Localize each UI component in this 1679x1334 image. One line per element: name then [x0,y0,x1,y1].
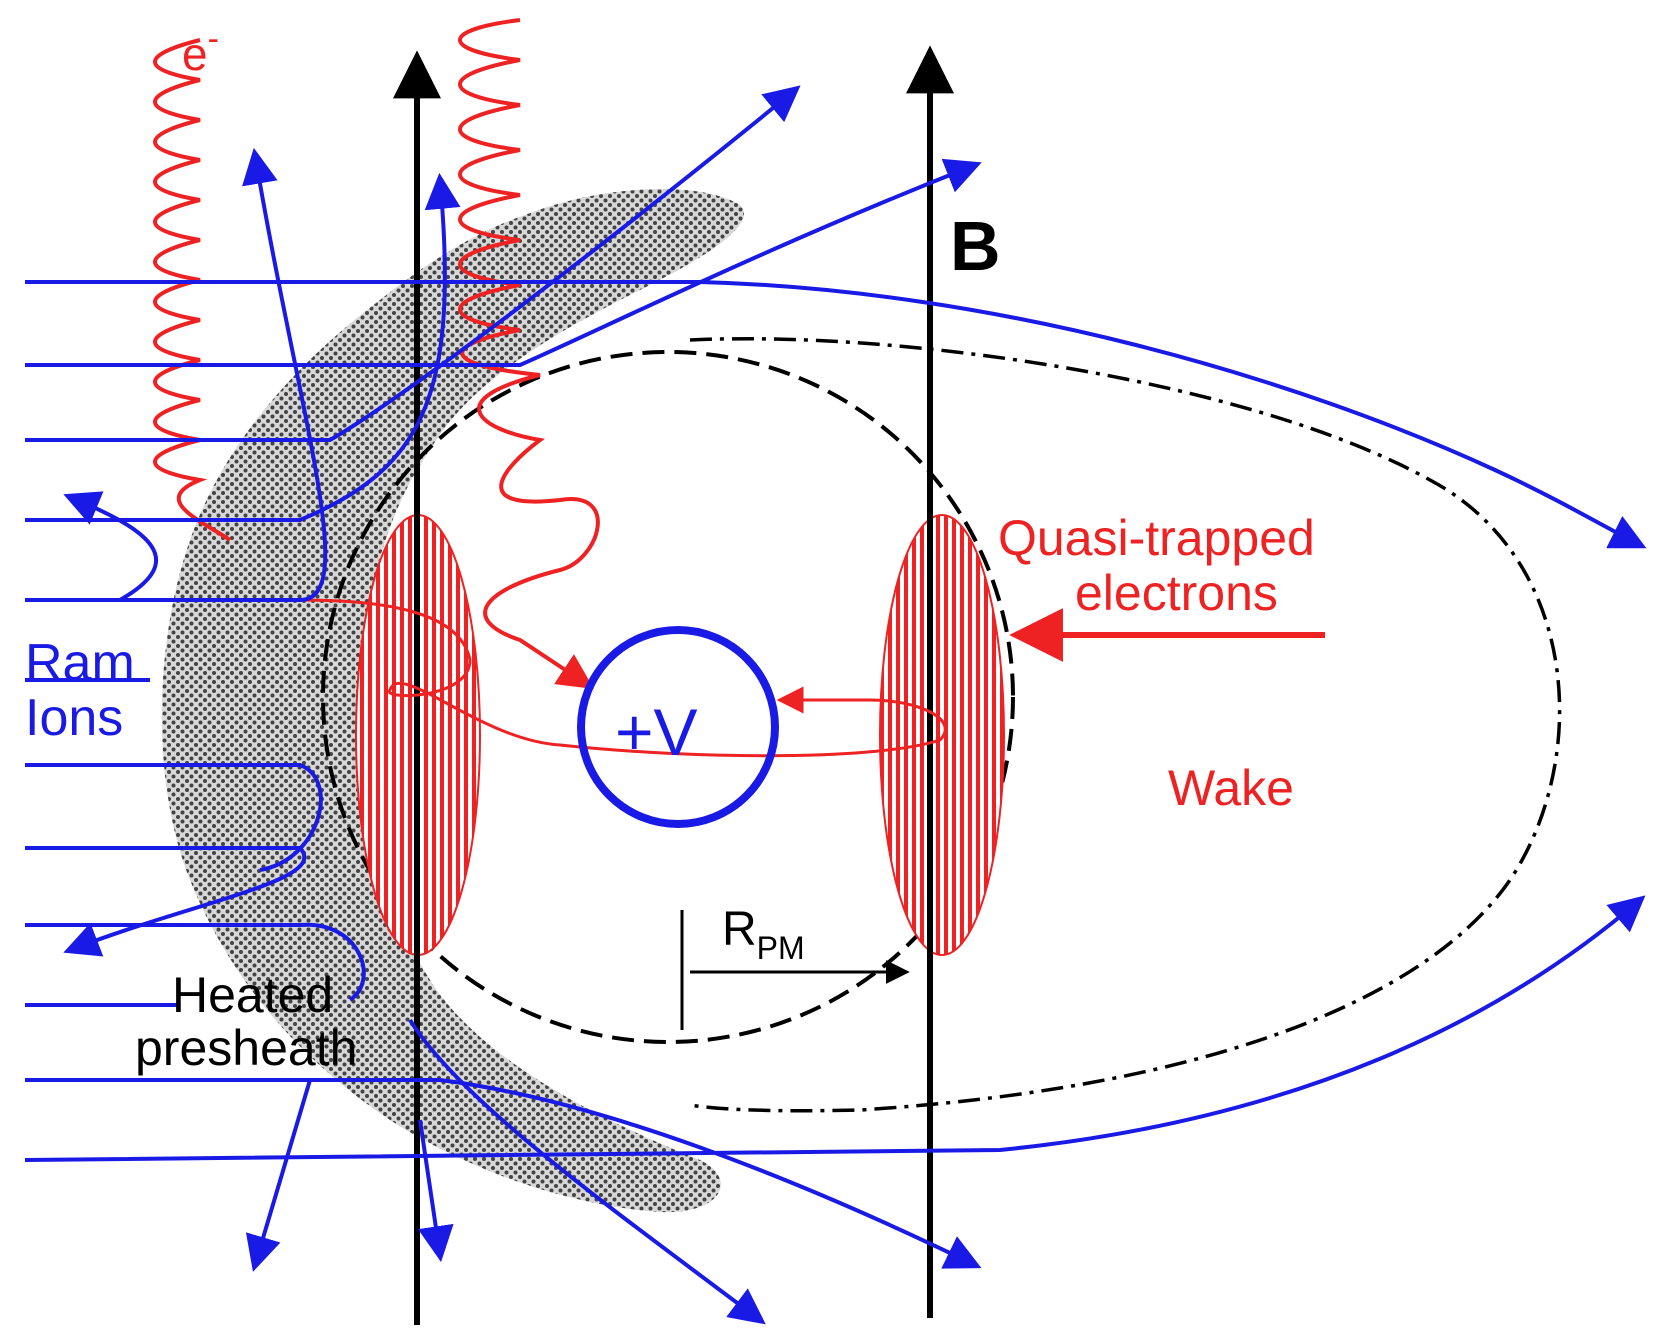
ram-ions-label-line1: Ram [25,634,135,692]
ram-ions-label-line2: Ions [25,689,123,747]
radius-label: RPM [722,903,805,966]
electron-trajectory-center [458,18,600,689]
trapped-electrons-right [879,514,1005,956]
quasi-trapped-label-line1: Quasi-trapped [998,510,1315,566]
wake-label: Wake [1168,760,1294,816]
sheath-boundary [321,350,1015,1044]
probe-potential-label: +V [615,695,698,769]
heated-presheath-region [161,188,744,1213]
magnetic-field-label: B [950,207,1001,285]
wake-boundary [689,337,1562,1113]
quasi-trapped-label-line2: electrons [1075,565,1278,621]
ram-ion-flow [24,85,1647,1325]
electron-loop-left [299,598,947,758]
heated-presheath-label-line2: presheath [135,1020,357,1076]
electron-trajectory-left [153,38,232,542]
heated-presheath-label-line1: Heated [172,967,333,1023]
probe-body [577,626,779,828]
electron-label: e- [182,20,219,80]
